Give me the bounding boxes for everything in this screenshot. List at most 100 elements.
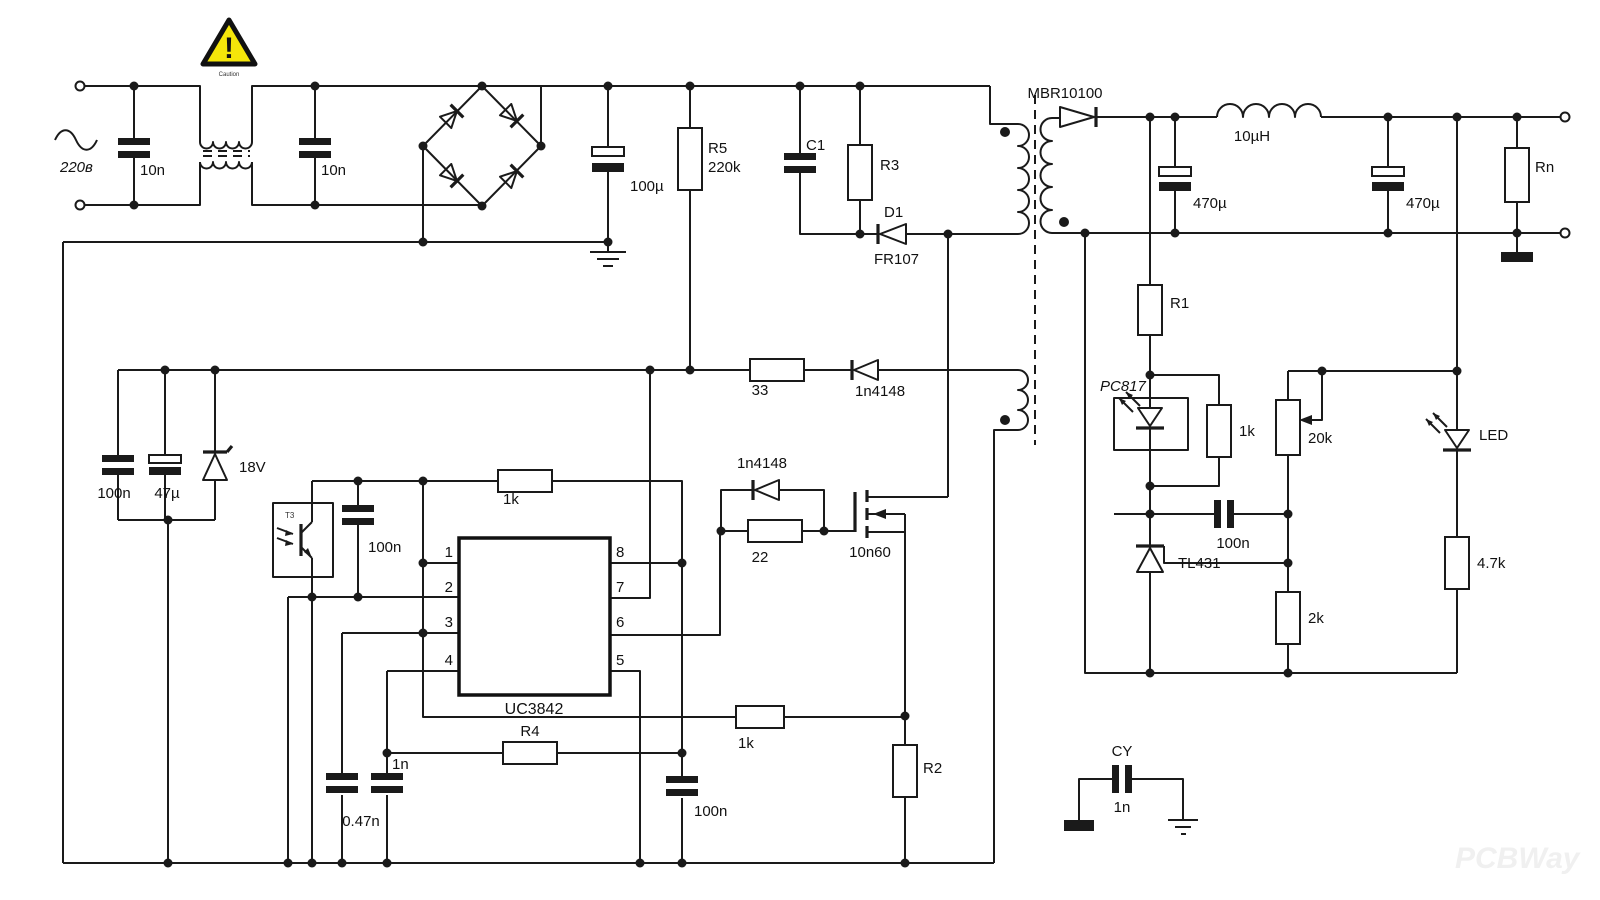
resistor-2k [1275, 591, 1301, 645]
labels: 220в 10n 10n 100µ R5 220k C1 R3 D1 FR107… [59, 85, 1581, 875]
resistor-4k7 [1444, 536, 1470, 590]
gate-diode-label: 1n4148 [737, 455, 787, 472]
cap-1n-ct [371, 773, 403, 793]
resistor-rn [1504, 147, 1530, 203]
pin-4-label: 4 [445, 652, 453, 669]
diode-mbr10100 [1059, 106, 1098, 128]
caution-label: Caution [219, 72, 240, 78]
pin-1-label: 1 [445, 544, 453, 561]
pin-8-label: 8 [616, 544, 624, 561]
fb-cap-label: 100n [1216, 535, 1249, 552]
chassis-ground-icon [1501, 252, 1533, 262]
snubber-cap-c1 [784, 153, 816, 173]
input-cap-2 [299, 138, 331, 158]
earth-ground-icon [590, 251, 626, 267]
fb-1k-label: 1k [1239, 423, 1255, 440]
pc817-label: PC817 [1100, 378, 1147, 395]
pin-7-label: 7 [616, 579, 624, 596]
cy-value-label: 1n [1114, 799, 1131, 816]
resistor-1k-feedback [1206, 404, 1232, 458]
vcc-cap1-label: 100n [97, 485, 130, 502]
cs-cap-label: 0.47n [342, 813, 380, 830]
input-cap2-label: 10n [321, 162, 346, 179]
diode-gate-1n4148 [751, 479, 780, 501]
cap-100n-vref [666, 776, 698, 796]
zener-label: 18V [239, 459, 266, 476]
pin-2-label: 2 [445, 579, 453, 596]
c1-label: C1 [806, 137, 825, 154]
tl431-label: TL431 [1178, 555, 1221, 572]
ac-source-icon [54, 80, 98, 211]
r-4k7-label: 4.7k [1477, 555, 1506, 572]
bridge-rectifier [438, 102, 525, 190]
output-cap-2 [1371, 166, 1405, 191]
resistor-33 [749, 358, 805, 382]
earth-ground-icon [1168, 819, 1198, 835]
output-terminal-plus [1559, 111, 1571, 123]
chassis-ground-icon [1064, 820, 1094, 831]
gate-r-label: 22 [752, 549, 769, 566]
r3-label: R3 [880, 157, 899, 174]
ic-part-label: UC3842 [505, 701, 564, 718]
resistor-r4 [502, 741, 558, 765]
resistor-r2 [892, 744, 918, 798]
caution-exclamation: ! [224, 32, 234, 65]
optocoupler-t3 [272, 502, 334, 578]
diode-d1 [876, 223, 907, 245]
mbr-label: MBR10100 [1027, 85, 1102, 102]
output-cap1-label: 470µ [1193, 195, 1227, 212]
vref-cap-label: 100n [694, 803, 727, 820]
wires [62, 85, 1565, 864]
zener-18v [202, 444, 234, 481]
mosfet-label: 10n60 [849, 544, 891, 561]
pin-3-label: 3 [445, 614, 453, 631]
r5-name-label: R5 [708, 140, 727, 157]
resistor-22 [747, 519, 803, 543]
resistor-r3 [847, 144, 873, 201]
resistor-r1 [1137, 284, 1163, 336]
secondary-phase-dot [1059, 217, 1069, 227]
watermark: PCBWay [1455, 842, 1581, 875]
primary-phase-dot [1000, 127, 1010, 137]
input-cap1-label: 10n [140, 162, 165, 179]
transformer [1000, 95, 1069, 445]
pot-label: 20k [1308, 430, 1333, 447]
inductor-label: 10µH [1234, 128, 1270, 145]
resistor-1k-comp [497, 469, 553, 493]
bulk-cap [590, 146, 626, 267]
pin-6-label: 6 [616, 614, 624, 631]
y-capacitor [1064, 765, 1198, 835]
output-terminal-minus [1559, 227, 1571, 239]
r2-label: R2 [923, 760, 942, 777]
led-indicator [1425, 412, 1471, 452]
r5-value-label: 220k [708, 159, 741, 176]
cap-0u47n [326, 773, 358, 793]
rn-label: Rn [1535, 159, 1554, 176]
ct-label: 1n [392, 756, 409, 773]
vcc-cap-47u [148, 454, 182, 475]
inductor-10uh [1216, 103, 1322, 118]
feedback-cap-100n [1214, 500, 1234, 528]
d1-name-label: D1 [884, 204, 903, 221]
output-cap-1 [1158, 166, 1192, 191]
diode-aux-1n4148 [850, 359, 879, 381]
resistor-1k-cs [735, 705, 785, 729]
t3-label: T3 [285, 511, 295, 520]
aux-phase-dot [1000, 415, 1010, 425]
resistor-r5 [677, 127, 703, 191]
output-cap2-label: 470µ [1406, 195, 1440, 212]
junction-dots [129, 81, 1522, 868]
vcc-cap2-label: 47µ [154, 485, 180, 502]
r-2k-label: 2k [1308, 610, 1324, 627]
r4-label: R4 [520, 723, 539, 740]
bulk-cap-label: 100µ [630, 178, 664, 195]
pin-5-label: 5 [616, 652, 624, 669]
cs-r-label: 1k [738, 735, 754, 752]
cy-name-label: CY [1112, 743, 1133, 760]
mosfet-10n60 [853, 490, 886, 538]
ic-uc3842 [457, 536, 612, 697]
r1-label: R1 [1170, 295, 1189, 312]
common-mode-choke [199, 141, 253, 170]
potentiometer-20k [1275, 399, 1312, 456]
led-label: LED [1479, 427, 1508, 444]
